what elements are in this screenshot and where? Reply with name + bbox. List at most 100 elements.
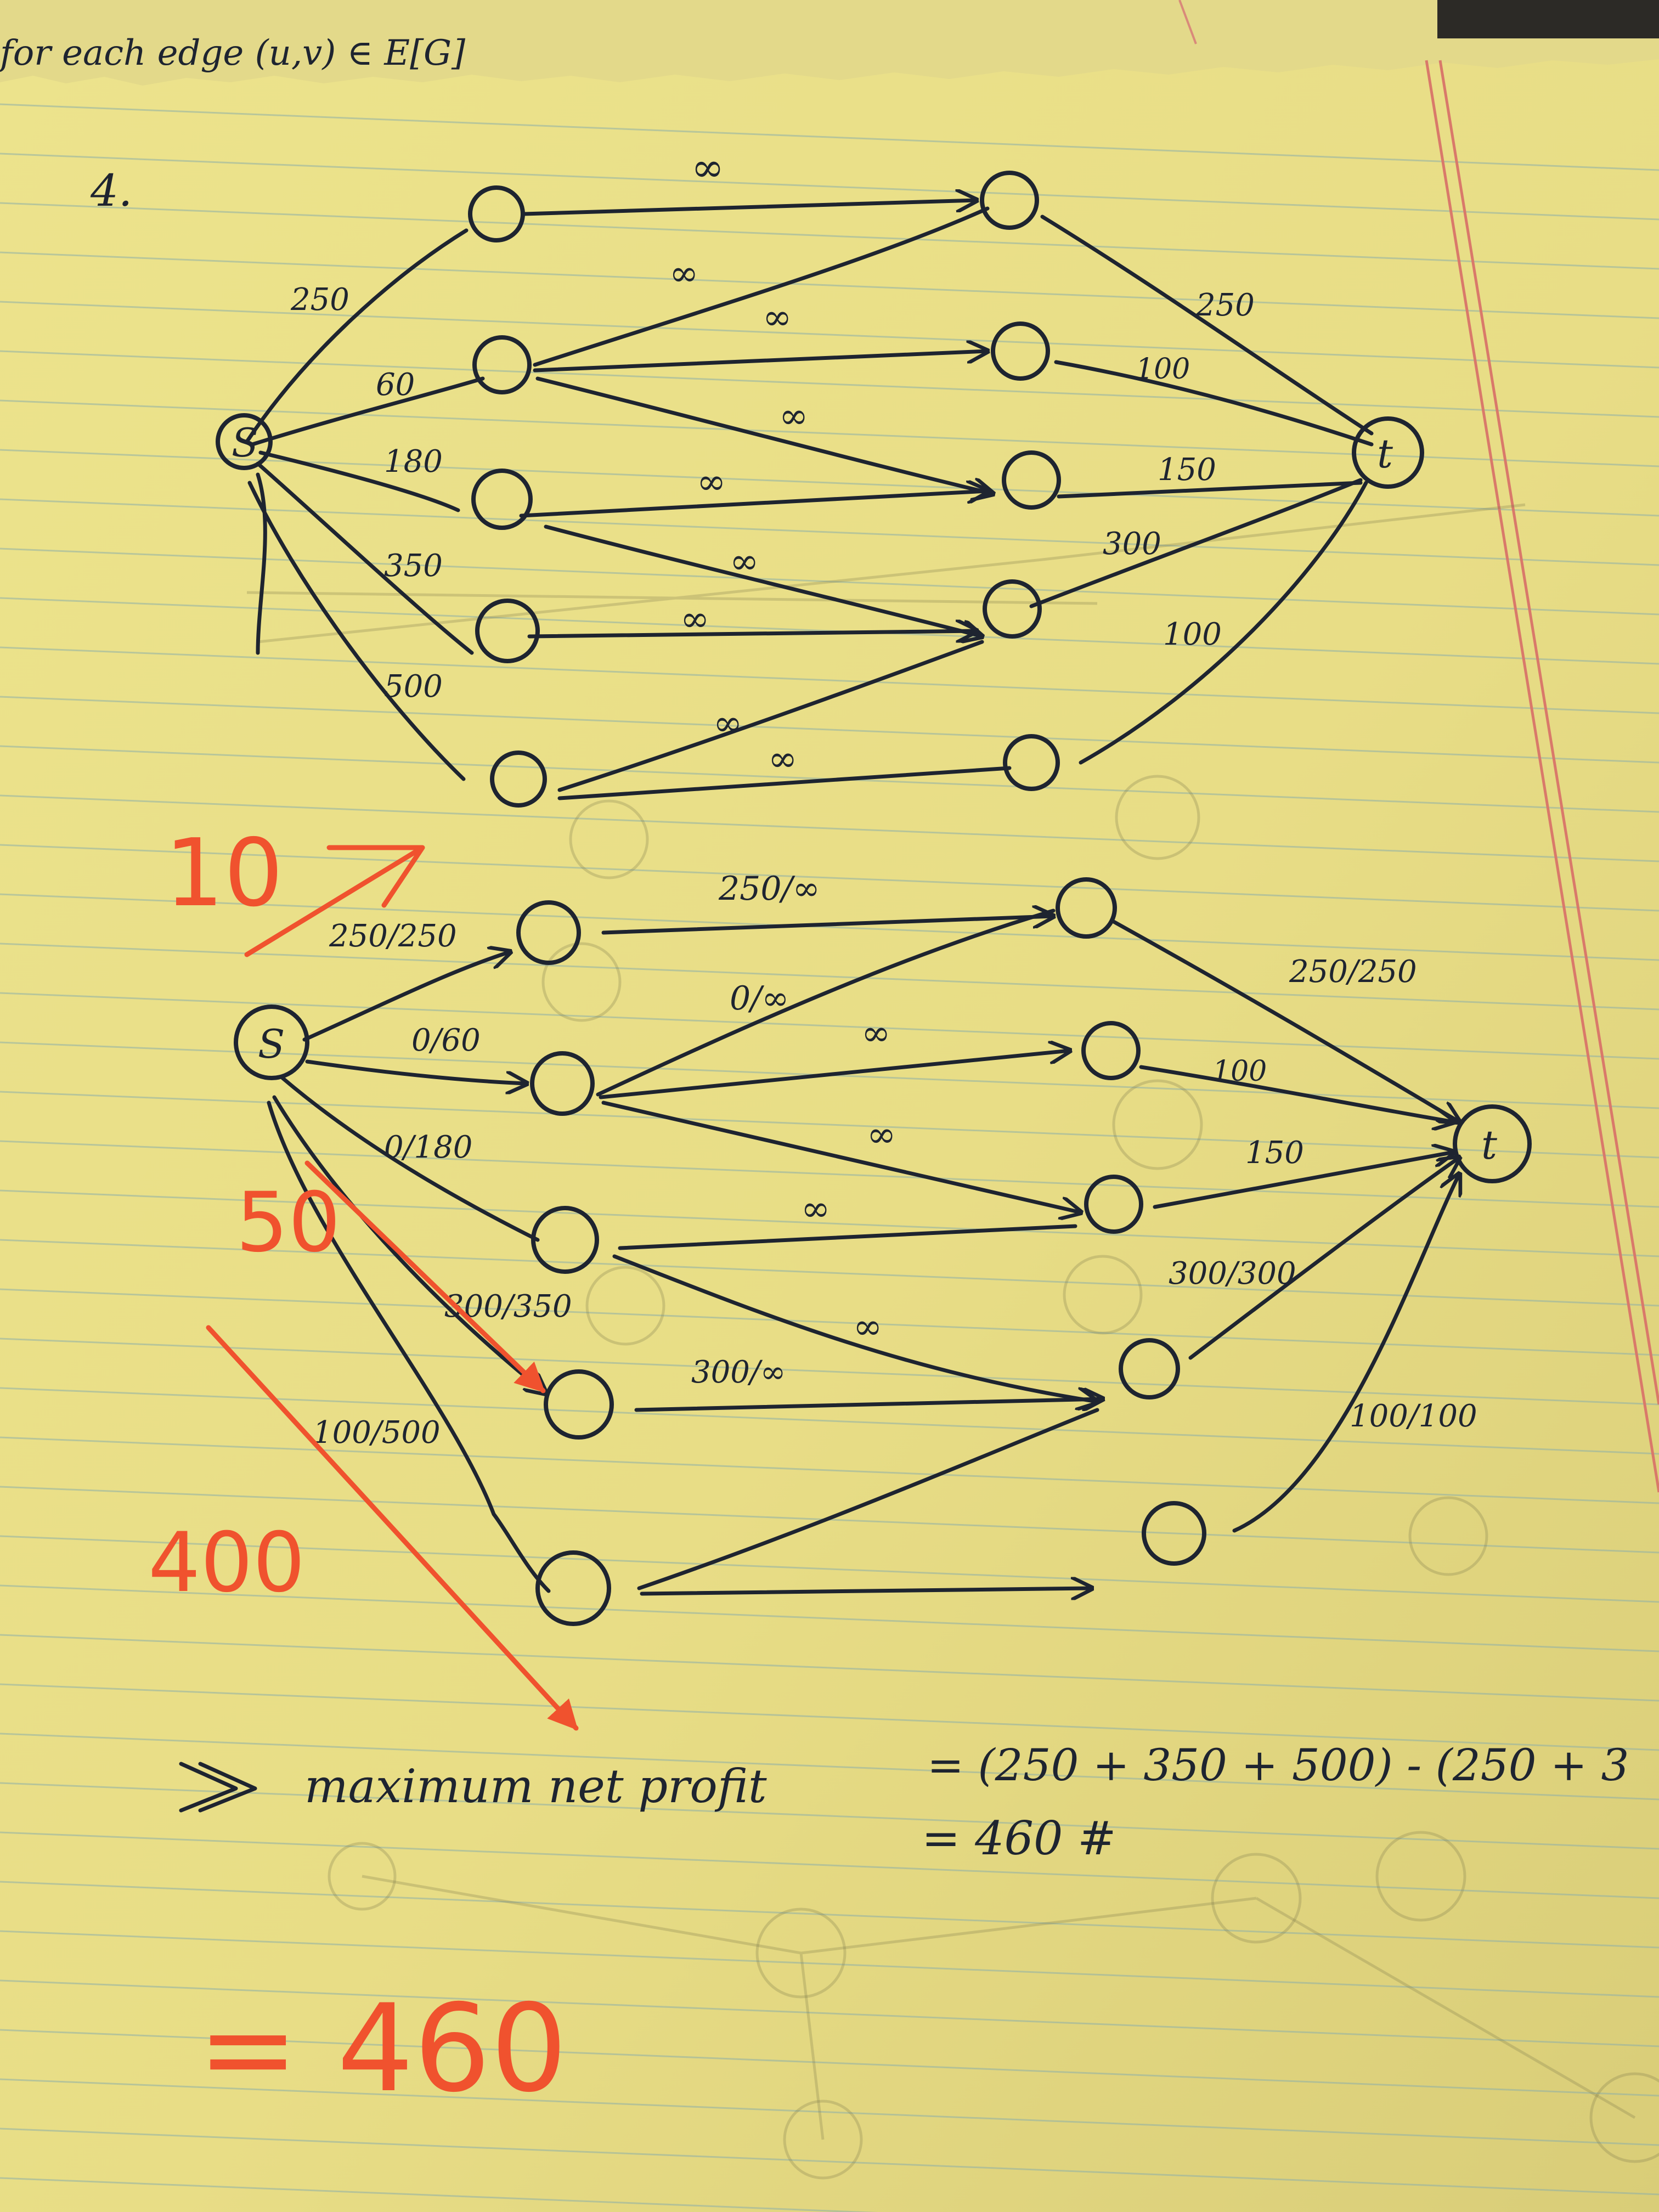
ruled-line <box>0 2177 878 2212</box>
ruled-line <box>0 1338 1659 1406</box>
cap-r3-t: 150 <box>1158 452 1216 488</box>
edge-r4-t-b <box>1188 1158 1459 1360</box>
edge-l1-r1-b <box>601 916 1053 935</box>
ruled-line <box>0 449 1659 517</box>
node-r1-bottom <box>1056 877 1117 939</box>
ruled-line <box>0 153 1659 221</box>
flow-network-top: 4. S t 2 <box>90 144 1424 808</box>
node-s-top <box>216 413 273 470</box>
edge-r5-t <box>1079 481 1368 765</box>
edge-s-l4-b <box>272 1095 546 1393</box>
flow-s-l4: 300/350 <box>444 1289 572 1324</box>
edge-l5-r4 <box>557 640 984 792</box>
ruled-line <box>0 251 1659 319</box>
ruled-line <box>0 2078 1659 2146</box>
edge-l2-r3 <box>535 376 993 494</box>
flow-l2-r2: ∞ <box>861 1013 890 1054</box>
node-r4-top <box>983 579 1042 639</box>
margin-line-left <box>1425 60 1659 1493</box>
ruled-line <box>0 301 1659 369</box>
ruled-line <box>0 2128 1659 2196</box>
conclusion: maximum net profit = (250 + 350 + 500) -… <box>179 1740 1629 1865</box>
cap-r5-t: 100 <box>1163 617 1222 652</box>
flow-s-l3: 0/180 <box>384 1130 472 1165</box>
node-s-top-label: S <box>232 420 258 466</box>
node-l2-bottom <box>530 1051 595 1116</box>
node-l5-top <box>490 751 547 808</box>
edge-l3-r3 <box>519 491 988 518</box>
flow-r1-t: 250/250 <box>1289 954 1417 990</box>
node-r3-top <box>1002 450 1061 510</box>
ruled-line <box>0 1782 1659 1850</box>
cap-l4-r4: ∞ <box>680 599 709 640</box>
red-arrow-1 <box>244 845 425 957</box>
ruled-line <box>0 893 1659 961</box>
flow-l3-r3: ∞ <box>801 1189 830 1229</box>
edge-l3-r4-b <box>612 1254 1097 1402</box>
ruled-line <box>0 1683 1659 1751</box>
flow-s-l5: 100/500 <box>313 1415 441 1451</box>
red-result: = 460 <box>198 1978 567 2119</box>
cap-l3-r3: ∞ <box>697 462 726 503</box>
ruled-line <box>0 1634 1659 1702</box>
edge-s-l1 <box>245 228 469 444</box>
cap-s-l1: 250 <box>290 282 349 318</box>
ruled-line <box>0 103 1659 171</box>
node-s-bottom <box>234 1005 309 1080</box>
conclusion-result: = 460 # <box>922 1812 1116 1865</box>
node-l4-top <box>475 599 540 663</box>
ruled-line <box>0 943 1659 1011</box>
ruled-line <box>0 1831 1659 1899</box>
dark-corner <box>1437 0 1659 38</box>
ruled-line <box>0 202 1659 270</box>
ruled-line <box>0 646 1659 714</box>
edge-r3-t-b <box>1153 1152 1454 1209</box>
edge-s-l5 <box>247 481 466 781</box>
ruled-line <box>0 1979 1659 2047</box>
cap-s-l3: 180 <box>384 444 443 479</box>
flow-l2-r1: 0/∞ <box>730 979 789 1018</box>
cap-l2-r1: ∞ <box>669 253 698 294</box>
edge-l5-r5-b <box>640 1588 1092 1594</box>
edge-l5-r4-b <box>637 1408 1099 1590</box>
edge-l1-r1 <box>522 200 977 216</box>
edge-r2-t-b <box>1139 1065 1454 1122</box>
flow-s-l1: 250/250 <box>329 918 457 954</box>
back-page-margin <box>1178 0 1197 44</box>
edge-r3-t <box>1057 481 1363 499</box>
edge-r1-t-b <box>1111 919 1459 1122</box>
ruled-line <box>0 1239 1659 1307</box>
node-r5-top <box>1003 734 1060 791</box>
ruled-line <box>0 696 1659 764</box>
edge-r4-t <box>1029 478 1363 608</box>
cap-l5-r5: ∞ <box>768 739 797 780</box>
edge-l2-r3-b <box>601 1101 1081 1212</box>
ruled-line <box>0 350 1659 418</box>
ruled-line <box>0 1189 1659 1257</box>
ruled-line <box>0 992 1659 1060</box>
ruled-line <box>0 1140 1659 1208</box>
back-page-text: for each edge (u,v) ∈ E[G] <box>0 33 466 74</box>
cap-l3-r4: ∞ <box>730 541 759 582</box>
node-t-bottom-label: t <box>1481 1122 1498 1168</box>
edge-s-l3-b <box>280 1076 540 1242</box>
node-l1-bottom <box>516 900 581 965</box>
flow-s-l2: 0/60 <box>411 1023 481 1058</box>
flow-r5-t: 100/100 <box>1350 1398 1477 1434</box>
flow-l3-r4: ∞ <box>853 1307 882 1347</box>
edge-l3-r3-b <box>618 1224 1077 1250</box>
cap-r1-t: 250 <box>1195 287 1255 323</box>
ruled-line <box>0 794 1659 862</box>
node-l5-bottom <box>535 1550 611 1626</box>
margin-line-right <box>1438 60 1659 1405</box>
flow-r2-t: 100 <box>1212 1055 1267 1088</box>
edge-l2-r2 <box>533 351 988 373</box>
edge-r5-t-b <box>1232 1174 1459 1533</box>
node-r2-top <box>991 321 1050 381</box>
ruled-line <box>0 1535 1659 1603</box>
red-annotations: 10 50 400 = 460 <box>148 819 579 2119</box>
edge-r2-t <box>1054 360 1374 447</box>
ruled-line <box>0 1584 1659 1652</box>
flow-l4-r4: 300/∞ <box>691 1355 786 1390</box>
